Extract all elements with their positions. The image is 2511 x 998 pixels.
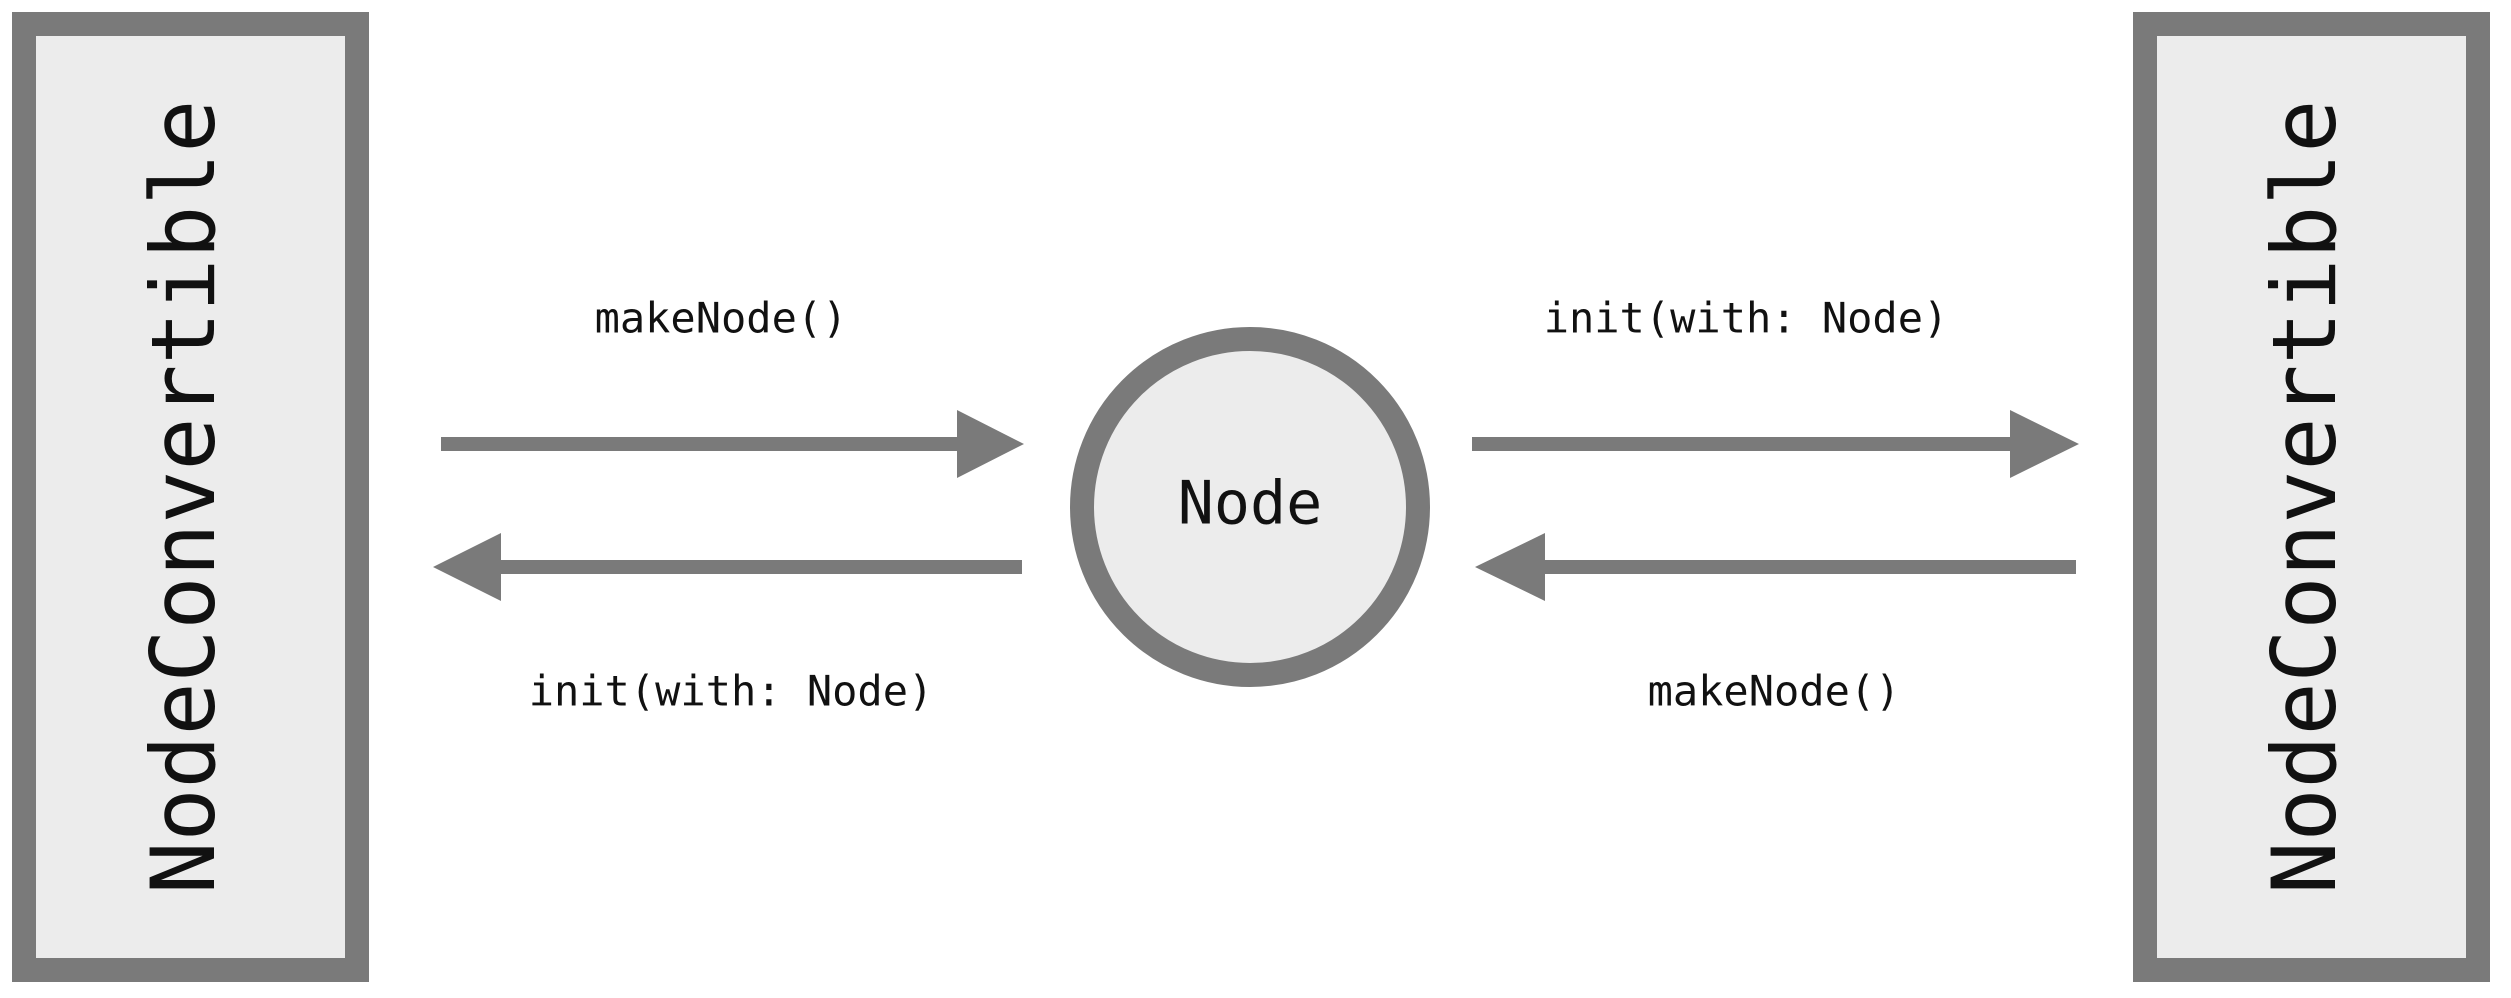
arrow-node-to-right bbox=[1472, 410, 2079, 478]
center-node-label: Node bbox=[1178, 469, 1323, 539]
arrow-right-head-icon bbox=[2010, 410, 2079, 478]
left-nodeconvertible-box: NodeConvertible bbox=[12, 12, 369, 982]
arrow-left-to-node bbox=[441, 410, 1024, 478]
edge-label-node-to-left: init(with: Node) bbox=[529, 667, 934, 716]
edge-label-left-to-node: makeNode() bbox=[595, 294, 848, 343]
right-box-label: NodeConvertible bbox=[2253, 100, 2356, 895]
arrow-right-to-node bbox=[1475, 533, 2076, 601]
right-nodeconvertible-box: NodeConvertible bbox=[2133, 12, 2490, 982]
center-node-circle bbox=[1070, 327, 1430, 687]
left-box-label: NodeConvertible bbox=[132, 100, 235, 895]
left-box-rect bbox=[12, 12, 369, 982]
arrow-left-head-icon bbox=[1475, 533, 1545, 601]
arrow-node-to-left bbox=[433, 533, 1022, 601]
center-node: Node bbox=[1070, 327, 1430, 687]
arrow-right-head-icon bbox=[957, 410, 1024, 478]
right-box-rect bbox=[2133, 12, 2490, 982]
arrow-left-head-icon bbox=[433, 533, 501, 601]
edge-label-node-to-right: init(with: Node) bbox=[1544, 294, 1949, 343]
edge-label-right-to-node: makeNode() bbox=[1648, 667, 1901, 716]
